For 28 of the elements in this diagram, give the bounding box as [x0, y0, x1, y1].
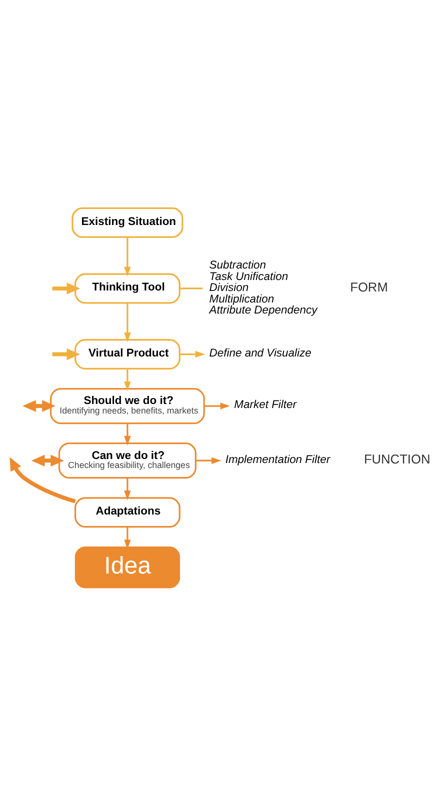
arrow	[124, 478, 131, 500]
node-text: Implementation Filter	[225, 454, 330, 466]
arrow	[22, 400, 56, 412]
node-box: Existing Situation	[72, 207, 184, 238]
arrow	[52, 282, 80, 294]
node-text: Define and Visualize	[209, 347, 312, 360]
node-box: Idea	[74, 546, 180, 588]
node-box: Adaptations	[74, 497, 180, 528]
node-text: Market Filter	[234, 399, 297, 412]
node-box: Should we do it? Identifying needs, benefits, markets	[50, 388, 205, 424]
label: FUNCTION	[364, 452, 430, 467]
arrow	[124, 237, 131, 276]
node-box: Virtual Product	[74, 339, 180, 370]
node-text: Subtraction Task Unification Division Multiplication Attribute Dependency	[209, 260, 318, 316]
node-box: Can we do it? Checking feasibility, challenges	[58, 442, 196, 479]
arrow	[124, 423, 131, 446]
arrow	[31, 454, 64, 466]
connector	[180, 288, 203, 290]
node-box: Thinking Tool	[74, 273, 180, 304]
arrow	[10, 457, 76, 504]
arrow	[52, 348, 80, 360]
label: FORM	[350, 280, 388, 295]
arrow	[180, 350, 205, 358]
arrow	[196, 457, 222, 464]
arrow	[124, 303, 131, 342]
arrow	[124, 368, 131, 392]
arrow	[124, 526, 131, 550]
arrow	[204, 402, 230, 410]
